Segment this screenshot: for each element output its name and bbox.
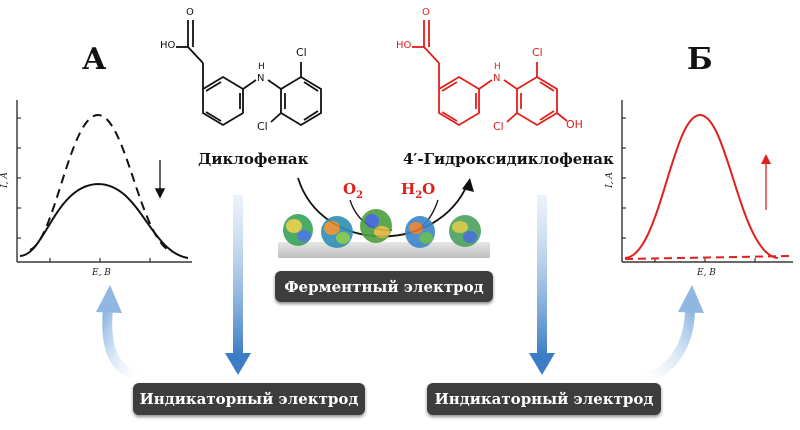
curved-arrow-right [639,285,704,383]
chart-right-y-label: I, A [604,172,615,188]
chart-left [16,100,192,263]
atom-n-left: N [257,73,265,84]
hydroxydiclofenac-structure [412,20,568,127]
atom-o-right: O [422,7,430,18]
product-h2o: H2O [401,180,436,201]
arrow-down-right [529,195,555,375]
compound-name-hydroxydiclofenac: 4′-Гидроксидиклофенак [403,150,614,168]
chart-left-curve-solid [19,182,189,259]
curved-arrow-left [96,285,141,380]
atom-cl-top-left: Cl [296,46,307,59]
panel-letter-right: Б [687,42,713,77]
enzyme-surface [278,209,490,258]
atom-cl-top-right: Cl [532,46,543,59]
atom-cl-bottom-right: Cl [493,120,504,133]
atom-h-left: H [258,62,265,72]
chart-right [621,100,793,263]
chart-right-x-label: E, В [697,268,716,278]
reagent-o2: O2 [343,180,364,201]
atom-oh-right: OH [566,118,583,131]
atom-o-left: O [186,7,194,18]
arrow-down-left [225,195,251,375]
chart-left-curve-dashed [29,113,173,253]
atom-ho-right: HO [396,40,412,51]
enzyme-electrode-label: Ферментный электрод [275,271,493,302]
indicator-electrode-label-right: Индикаторный электрод [427,383,661,415]
atom-n-right: N [493,73,501,84]
chart-left-y-label: I, A [0,172,10,188]
chart-left-x-label: E, В [92,268,111,278]
indicator-electrode-label-left: Индикаторный электрод [133,383,365,415]
atom-ho-left: HO [160,40,176,51]
diclofenac-structure [176,20,322,127]
panel-letter-left: А [82,42,107,77]
atom-h-right: H [494,62,501,72]
compound-name-diclofenac: Диклофенак [198,150,309,168]
atom-cl-bottom-left: Cl [257,120,268,133]
chart-right-curve-solid [624,113,779,259]
chart-right-curve-dashed [624,255,791,260]
